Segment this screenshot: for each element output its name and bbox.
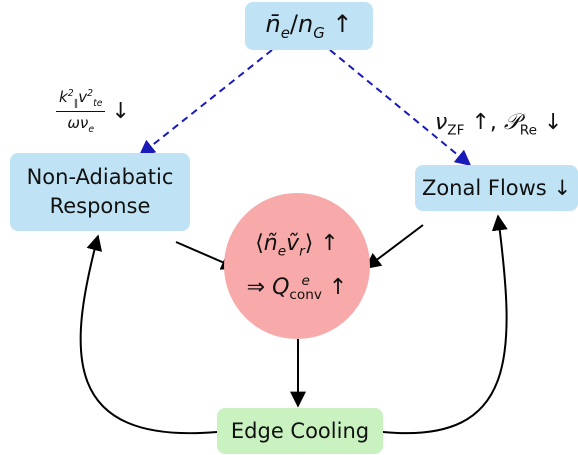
loop-edge-cooling-to-zonal-flows [382,214,508,435]
density-ratio-node: n̄e/nG ↑ [245,2,373,50]
density-ratio-expression: n̄e/nG ↑ [265,10,353,42]
up-arrow-icon: ↑ [320,231,339,257]
node-label-line-2: Response [49,194,151,218]
dashed-arrow-to-zonal-flows [329,49,472,167]
fraction-denominator: ωνe [67,114,95,135]
zonal-flow-damping-label: νZF ↑, 𝒫Re ↓ [435,110,563,139]
fraction-numerator: k2∥v2te [56,88,106,112]
non-adiabatic-response-node: Non-Adiabatic Response [10,153,190,231]
up-arrow-icon: ↑ [332,10,353,39]
up-arrow-icon: ↑ [328,274,348,300]
down-arrow-icon: ↓ [544,110,563,135]
node-label-line-1: Non-Adiabatic [26,165,174,189]
loop-edge-cooling-to-non-adiabatic [79,234,218,435]
arrow-zonal-flows-to-center [364,224,424,269]
down-arrow-icon: ↓ [111,99,130,124]
zonal-flows-node: Zonal Flows ↓ [415,165,578,211]
up-arrow-icon: ↑, [471,110,497,135]
implies-icon: ⇒ [246,274,266,300]
flux-correlation-expression: ⟨ñeṽr⟩ ↑ [255,231,339,260]
dashed-arrow-to-non-adiabatic [138,49,273,156]
parallel-transport-label: k2∥v2te ωνe ↓ [56,88,130,135]
fraction: k2∥v2te ωνe [56,88,106,135]
down-arrow-icon: ↓ [553,176,572,200]
node-label: Zonal Flows [421,176,547,200]
node-label: Edge Cooling [230,419,370,443]
edge-cooling-node: Edge Cooling [217,408,383,454]
